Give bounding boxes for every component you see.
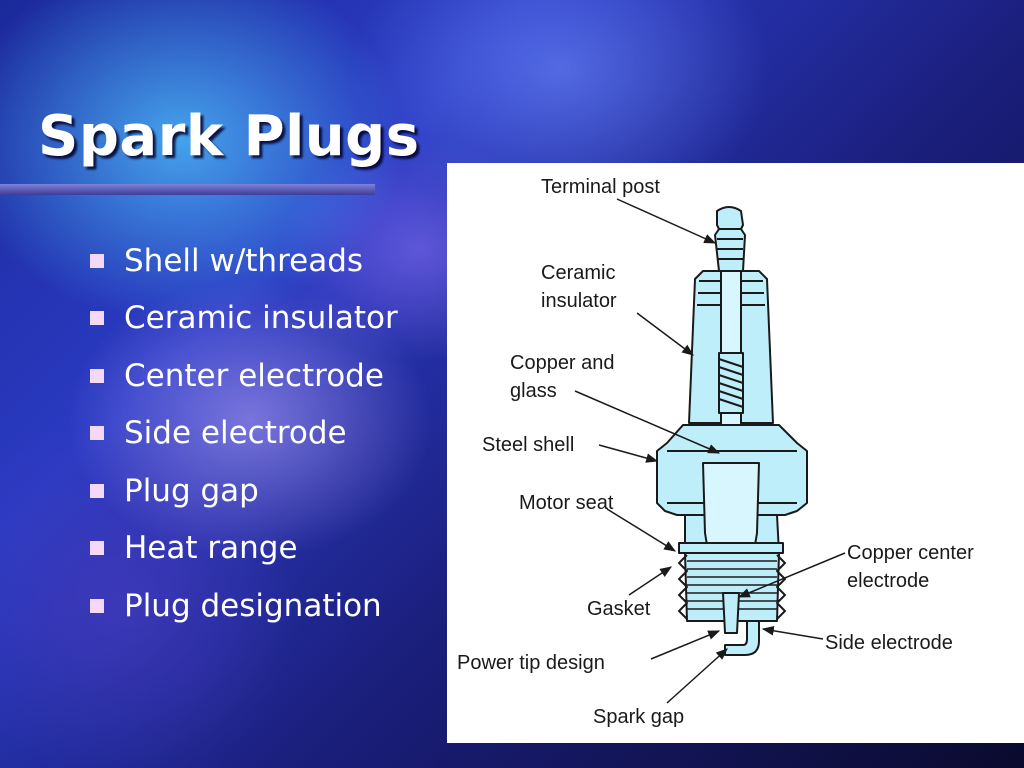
- slide-title: Spark Plugs: [38, 104, 420, 169]
- label-side-electrode: Side electrode: [825, 632, 953, 654]
- bullet-text: Ceramic insulator: [124, 300, 398, 337]
- label-ceramic-insulator-line2: insulator: [541, 290, 617, 312]
- title-underline: [0, 184, 375, 195]
- bullet-list: Shell w/threads Ceramic insulator Center…: [90, 232, 398, 635]
- bullet-item: Center electrode: [90, 347, 398, 405]
- copper-glass-shape: [718, 352, 744, 414]
- label-gasket: Gasket: [587, 598, 651, 620]
- bullet-text: Heat range: [124, 530, 298, 567]
- bullet-square-icon: [90, 253, 104, 268]
- label-ceramic-insulator-line1: Ceramic: [541, 262, 615, 284]
- bullet-text: Center electrode: [124, 357, 384, 394]
- bullet-item: Heat range: [90, 520, 398, 578]
- label-copper-glass-line1: Copper and: [510, 352, 615, 374]
- bullet-text: Plug gap: [124, 472, 259, 509]
- bullet-text: Plug designation: [124, 587, 382, 624]
- leader-lines: [574, 198, 846, 704]
- bullet-square-icon: [90, 483, 104, 498]
- label-steel-shell: Steel shell: [482, 434, 574, 456]
- bullet-square-icon: [90, 598, 104, 613]
- spark-plug-drawing: [656, 206, 808, 656]
- label-copper-glass-line2: glass: [510, 380, 557, 402]
- label-motor-seat: Motor seat: [519, 492, 614, 514]
- label-terminal-post: Terminal post: [541, 176, 660, 198]
- center-electrode-shape: [722, 592, 740, 634]
- bullet-square-icon: [90, 368, 104, 383]
- bullet-item: Shell w/threads: [90, 232, 398, 290]
- bullet-item: Plug gap: [90, 462, 398, 520]
- gasket-shape: [678, 542, 784, 554]
- spark-plug-diagram: Terminal post Ceramic insulator Copper a…: [447, 163, 1024, 743]
- spark-plug-svg: Terminal post Ceramic insulator Copper a…: [457, 176, 974, 728]
- diagram-labels: Terminal post Ceramic insulator Copper a…: [457, 176, 974, 728]
- label-copper-center-line1: Copper center: [847, 542, 974, 564]
- bullet-square-icon: [90, 426, 104, 441]
- bullet-text: Shell w/threads: [124, 242, 364, 279]
- label-power-tip-design: Power tip design: [457, 652, 605, 674]
- bullet-item: Plug designation: [90, 577, 398, 635]
- bullet-square-icon: [90, 311, 104, 326]
- bullet-item: Side electrode: [90, 405, 398, 463]
- label-spark-gap: Spark gap: [593, 706, 684, 728]
- bullet-item: Ceramic insulator: [90, 290, 398, 348]
- label-copper-center-line2: electrode: [847, 570, 929, 592]
- bullet-square-icon: [90, 541, 104, 556]
- bullet-text: Side electrode: [124, 415, 347, 452]
